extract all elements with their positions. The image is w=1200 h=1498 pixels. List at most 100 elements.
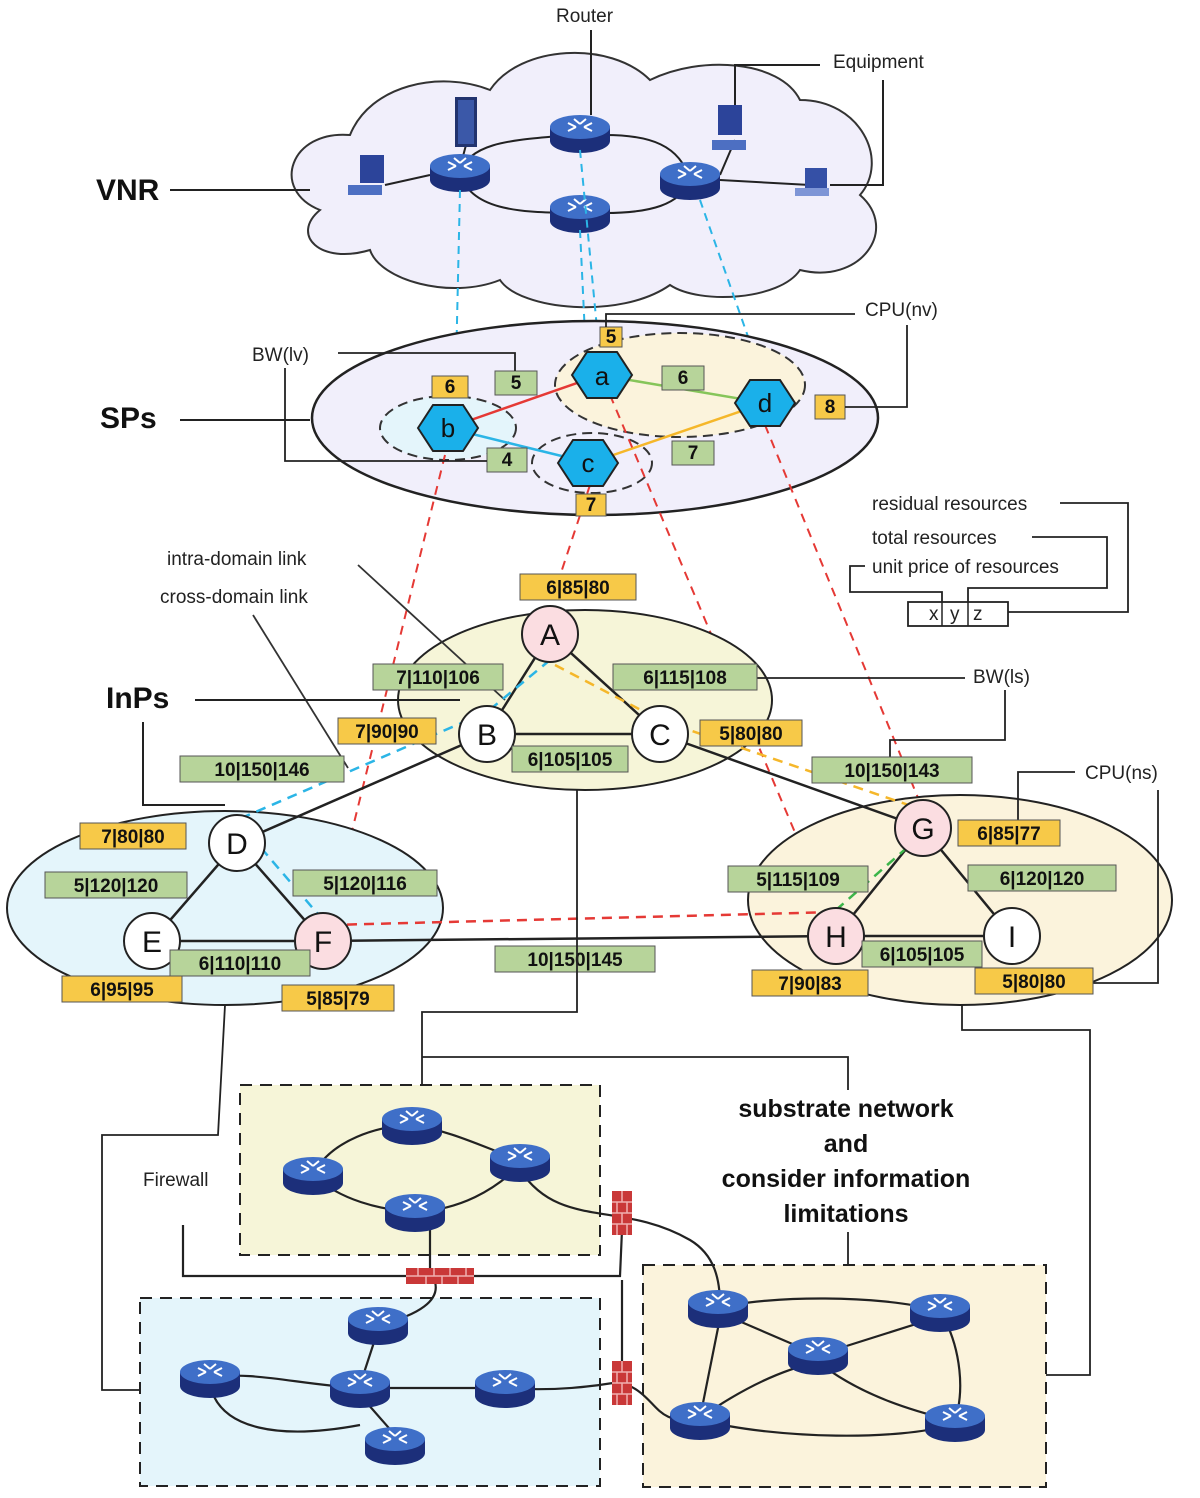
svg-text:A: A bbox=[540, 619, 560, 652]
vnr-router-top bbox=[549, 114, 611, 154]
svg-text:6|120|120: 6|120|120 bbox=[1000, 869, 1085, 890]
svg-text:4: 4 bbox=[502, 450, 513, 471]
svg-text:8: 8 bbox=[825, 397, 836, 418]
intra-domain-label: intra-domain link bbox=[167, 549, 307, 570]
svg-text:7|80|80: 7|80|80 bbox=[101, 827, 164, 848]
substrate-title: substrate network and consider informati… bbox=[722, 1095, 971, 1228]
svg-text:10|150|143: 10|150|143 bbox=[844, 761, 939, 782]
bw-box-GI: 6|120|120 bbox=[967, 864, 1117, 892]
svg-text:7|90|83: 7|90|83 bbox=[778, 974, 841, 995]
bw-box-bc: 4 bbox=[486, 447, 528, 473]
substrate-node-B[interactable]: B bbox=[458, 705, 516, 763]
firewall-label: Firewall bbox=[143, 1170, 208, 1191]
virtual-node-b[interactable]: b bbox=[416, 404, 480, 452]
cpu-box-d: 8 bbox=[814, 394, 846, 420]
bw-box-EF: 6|110|110 bbox=[169, 949, 311, 977]
svg-text:5|120|120: 5|120|120 bbox=[74, 876, 159, 897]
bw-box-ad: 6 bbox=[661, 365, 705, 391]
bw-lv-label: BW(lv) bbox=[252, 345, 309, 366]
bw-box-AC: 6|115|108 bbox=[612, 663, 758, 691]
physical-router bbox=[282, 1156, 344, 1196]
bw-box-HI: 6|105|105 bbox=[861, 940, 983, 968]
connector-lines bbox=[101, 790, 1091, 1391]
desktop-computer-icon bbox=[348, 155, 384, 195]
virtual-node-d[interactable]: d bbox=[733, 379, 797, 427]
svg-text:B: B bbox=[477, 719, 497, 752]
physical-router bbox=[924, 1403, 986, 1443]
router-callout: Router bbox=[556, 6, 614, 115]
physical-router bbox=[364, 1426, 426, 1466]
svg-text:6|85|80: 6|85|80 bbox=[546, 578, 609, 599]
legend-unit-price-label: unit price of resources bbox=[872, 557, 1059, 578]
svg-text:6|115|108: 6|115|108 bbox=[643, 668, 727, 689]
cpu-ns-label: CPU(ns) bbox=[1085, 763, 1158, 784]
virtual-node-c[interactable]: c bbox=[556, 439, 620, 487]
legend-y: y bbox=[950, 604, 960, 625]
physical-router bbox=[687, 1289, 749, 1329]
cpu-nv-callout: CPU(nv) bbox=[605, 300, 938, 408]
substrate-node-I[interactable]: I bbox=[983, 907, 1041, 965]
physical-router bbox=[384, 1193, 446, 1233]
svg-text:substrate network: substrate network bbox=[738, 1095, 953, 1123]
physical-router bbox=[179, 1359, 241, 1399]
physical-router bbox=[347, 1306, 409, 1346]
bw-ls-label: BW(ls) bbox=[973, 667, 1030, 688]
physical-router bbox=[909, 1293, 971, 1333]
physical-router bbox=[329, 1369, 391, 1409]
inps-label: InPs bbox=[106, 682, 169, 715]
svg-text:7|90|90: 7|90|90 bbox=[355, 722, 418, 743]
physical-router bbox=[489, 1143, 551, 1183]
desktop-computer-icon bbox=[712, 105, 746, 150]
firewall-icon bbox=[611, 1360, 633, 1406]
svg-text:5|85|79: 5|85|79 bbox=[306, 989, 369, 1010]
bw-box-DF: 5|120|116 bbox=[292, 869, 438, 897]
cpu-box-a: 5 bbox=[599, 326, 623, 348]
svg-text:H: H bbox=[825, 921, 847, 954]
svg-text:6|110|110: 6|110|110 bbox=[199, 954, 282, 975]
physical-router bbox=[787, 1336, 849, 1376]
bw-box-ab: 5 bbox=[494, 370, 538, 396]
sps-label: SPs bbox=[100, 402, 157, 435]
svg-text:7|110|106: 7|110|106 bbox=[396, 668, 480, 689]
cross-domain-label: cross-domain link bbox=[160, 587, 308, 608]
bw-box-BC: 6|105|105 bbox=[511, 745, 629, 773]
vnr-router-left bbox=[429, 153, 491, 193]
svg-text:D: D bbox=[226, 828, 248, 861]
svg-text:6|85|77: 6|85|77 bbox=[977, 824, 1040, 845]
equipment-label: Equipment bbox=[833, 52, 925, 73]
svg-text:6|105|105: 6|105|105 bbox=[880, 945, 965, 966]
bw-box-GH: 5|115|109 bbox=[727, 865, 869, 893]
vnr-label: VNR bbox=[96, 174, 160, 207]
svg-text:6: 6 bbox=[445, 377, 456, 398]
resource-legend: residual resources total resources unit … bbox=[849, 494, 1129, 627]
svg-text:limitations: limitations bbox=[783, 1200, 908, 1228]
cpu-box-B: 7|90|90 bbox=[337, 717, 437, 745]
embedding-paths bbox=[234, 659, 924, 927]
physical-router bbox=[474, 1369, 536, 1409]
cpu-box-G: 6|85|77 bbox=[957, 819, 1061, 847]
substrate-node-A[interactable]: A bbox=[521, 605, 579, 663]
bw-lv-callout: BW(lv) bbox=[252, 345, 516, 462]
svg-text:I: I bbox=[1008, 921, 1016, 954]
bw-box-BD: 10|150|146 bbox=[179, 755, 345, 783]
bw-box-CG: 10|150|143 bbox=[811, 756, 973, 784]
router-label: Router bbox=[556, 6, 614, 27]
substrate-node-G[interactable]: G bbox=[894, 799, 952, 857]
substrate-node-E[interactable]: E bbox=[123, 912, 181, 970]
substrate-node-H[interactable]: H bbox=[807, 907, 865, 965]
virtual-node-a-label: a bbox=[595, 361, 610, 391]
bw-box-FH: 10|150|145 bbox=[494, 945, 656, 973]
virtual-node-a[interactable]: a bbox=[570, 351, 634, 399]
cpu-box-b: 6 bbox=[431, 375, 469, 399]
svg-text:10|150|146: 10|150|146 bbox=[214, 760, 309, 781]
substrate-node-C[interactable]: C bbox=[631, 705, 689, 763]
substrate-node-D[interactable]: D bbox=[208, 814, 266, 872]
server-icon bbox=[455, 97, 477, 147]
cpu-box-F: 5|85|79 bbox=[281, 984, 395, 1012]
svg-text:5: 5 bbox=[606, 327, 617, 348]
cpu-box-c: 7 bbox=[575, 493, 607, 517]
svg-text:7: 7 bbox=[586, 495, 597, 516]
physical-router bbox=[669, 1401, 731, 1441]
svg-text:10|150|145: 10|150|145 bbox=[527, 950, 623, 971]
